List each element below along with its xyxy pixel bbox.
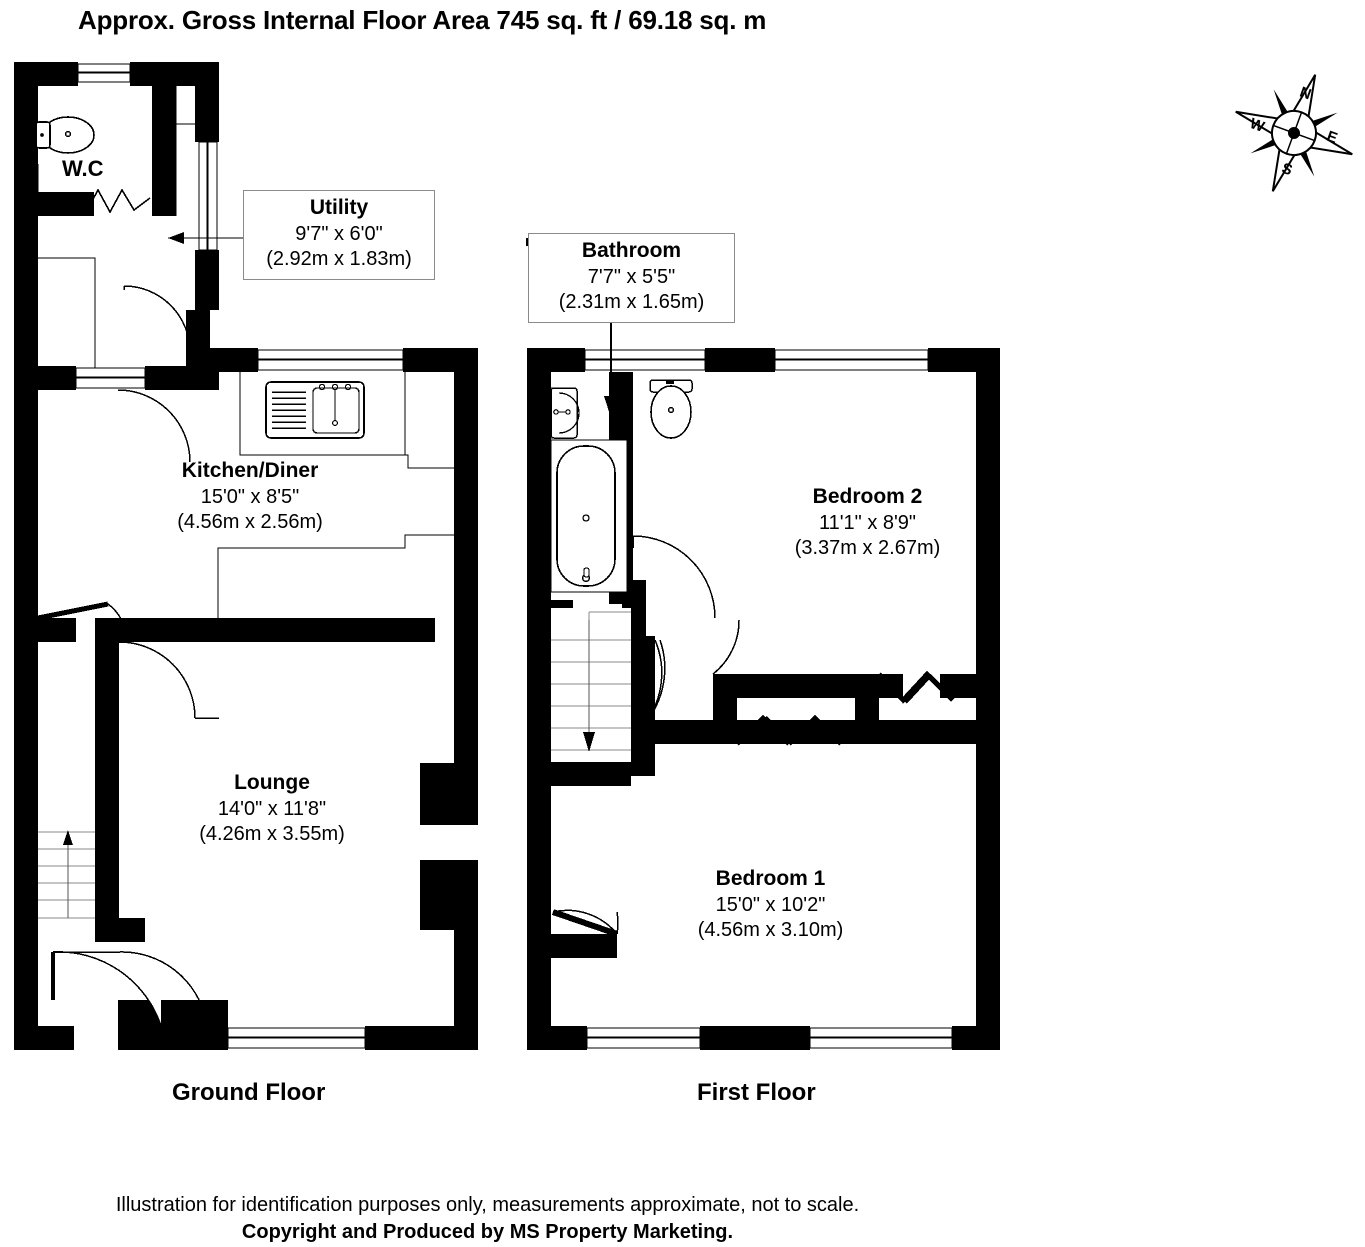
bathroom-bathtub-fixture [550, 439, 628, 593]
room-metric-bedroom-2: (3.37m x 2.67m) [794, 537, 941, 560]
room-label-bedroom-1: Bedroom 1 15'0" x 10'2" (4.56m x 3.10m) [668, 866, 873, 944]
cupboard-door-leaves-2 [737, 674, 955, 744]
kitchen-worktop [217, 372, 455, 618]
bathroom-toilet-fixture [649, 379, 693, 439]
room-metric-bedroom-1: (4.56m x 3.10m) [697, 919, 844, 942]
footer-disclaimer: Illustration for identification purposes… [115, 1194, 860, 1216]
first-floor-stairs [551, 608, 631, 762]
page-title: Approx. Gross Internal Floor Area 745 sq… [78, 5, 767, 35]
room-metric-utility: (2.92m x 1.83m) [266, 248, 412, 271]
room-imperial-kitchen-diner: 15'0" x 8'5" [200, 485, 300, 508]
compass-rose [1235, 74, 1353, 192]
wc-toilet-fixture [35, 116, 95, 154]
room-imperial-lounge: 14'0" x 11'8" [217, 797, 327, 820]
room-name-bedroom-1: Bedroom 1 [715, 867, 826, 890]
room-label-lounge: Lounge 14'0" x 11'8" (4.26m x 3.55m) [167, 770, 377, 848]
room-name-utility: Utility [309, 196, 369, 219]
ground-floor-stairs [38, 830, 95, 919]
room-label-bathroom: Bathroom 7'7" x 5'5" (2.31m x 1.65m) [528, 233, 735, 324]
room-metric-bathroom: (2.31m x 1.65m) [558, 291, 705, 314]
bathroom-washbasin-fixture [550, 387, 580, 439]
break-line-icon [56, 188, 151, 214]
footer-copyright: Copyright and Produced by MS Property Ma… [241, 1221, 734, 1243]
room-imperial-utility: 9'7" x 6'0" [295, 222, 383, 245]
room-name-lounge: Lounge [234, 771, 310, 794]
room-metric-lounge: (4.26m x 3.55m) [199, 823, 345, 846]
ground-floor-caption: Ground Floor [172, 1079, 326, 1106]
room-label-wc: W.C [62, 156, 104, 181]
room-label-utility: Utility 9'7" x 6'0" (2.92m x 1.83m) [243, 190, 435, 281]
room-label-kitchen-diner: Kitchen/Diner 15'0" x 8'5" (4.56m x 2.56… [145, 458, 355, 536]
room-imperial-bathroom: 7'7" x 5'5" [587, 265, 676, 288]
utility-leader-line [168, 232, 248, 244]
room-name-kitchen-diner: Kitchen/Diner [181, 459, 319, 482]
footer: Illustration for identification purposes… [0, 1192, 975, 1246]
first-floor-caption: First Floor [697, 1079, 816, 1106]
room-name-bathroom: Bathroom [581, 239, 682, 262]
kitchen-sink-fixture [265, 381, 365, 439]
room-imperial-bedroom-1: 15'0" x 10'2" [715, 893, 826, 916]
ground-floor-plan [14, 62, 478, 1050]
room-imperial-bedroom-2: 11'1" x 8'9" [818, 511, 917, 534]
first-floor-plan [526, 238, 1000, 1050]
room-label-bedroom-2: Bedroom 2 11'1" x 8'9" (3.37m x 2.67m) [765, 484, 970, 562]
room-name-bedroom-2: Bedroom 2 [812, 485, 923, 508]
room-metric-kitchen-diner: (4.56m x 2.56m) [177, 511, 323, 534]
